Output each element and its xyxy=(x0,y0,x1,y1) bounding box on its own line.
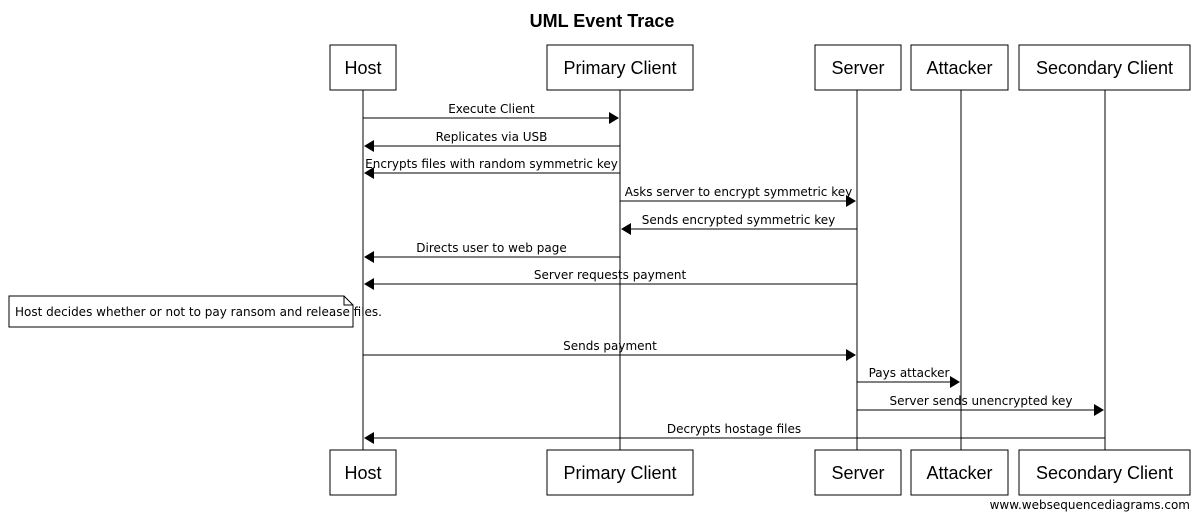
message: Encrypts files with random symmetric key xyxy=(364,157,620,179)
participant-box xyxy=(546,44,694,91)
message-label: Decrypts hostage files xyxy=(667,422,801,436)
participant-label: Server xyxy=(831,463,884,483)
arrowhead xyxy=(609,112,619,124)
arrowhead xyxy=(364,140,374,152)
message-label: Sends encrypted symmetric key xyxy=(642,213,836,227)
participant-label: Primary Client xyxy=(563,463,676,483)
watermark-text: www.websequencediagrams.com xyxy=(990,498,1190,512)
participant-primary-top: Primary Client xyxy=(546,44,694,91)
participant-attacker-top: Attacker xyxy=(910,44,1009,91)
diagram-title: UML Event Trace xyxy=(530,11,675,31)
participant-label: Host xyxy=(344,463,381,483)
note-text: Host decides whether or not to pay ranso… xyxy=(15,305,382,319)
participant-box xyxy=(329,449,397,496)
participant-label: Host xyxy=(344,58,381,78)
message: Execute Client xyxy=(363,102,619,124)
participant-server-top: Server xyxy=(814,44,902,91)
arrowhead xyxy=(846,195,856,207)
participants-bottom: Host Primary Client Server Attacker Secondar… xyxy=(329,449,1191,496)
message: Directs user to web page xyxy=(364,241,620,263)
arrowhead xyxy=(364,278,374,290)
participant-box xyxy=(1018,449,1191,496)
participant-box xyxy=(814,449,902,496)
message: Server requests payment xyxy=(364,268,857,290)
participant-secondary-bottom: Secondary Client xyxy=(1018,449,1191,496)
message: Sends encrypted symmetric key xyxy=(621,213,857,235)
arrowhead xyxy=(364,167,374,179)
message-label: Execute Client xyxy=(448,102,535,116)
message: Decrypts hostage files xyxy=(364,422,1105,444)
participants-top: Host Primary Client Server Attacker Secondar… xyxy=(329,44,1191,91)
participant-primary-bottom: Primary Client xyxy=(546,449,694,496)
arrowhead xyxy=(1094,404,1104,416)
message-label: Encrypts files with random symmetric key xyxy=(365,157,618,171)
participant-server-bottom: Server xyxy=(814,449,902,496)
message-label: Replicates via USB xyxy=(436,130,548,144)
participant-host-bottom: Host xyxy=(329,449,397,496)
participant-label: Attacker xyxy=(926,58,992,78)
participant-box xyxy=(1018,44,1191,91)
note-box xyxy=(8,295,354,328)
participant-box xyxy=(329,44,397,91)
participant-label: Secondary Client xyxy=(1036,463,1173,483)
participant-box xyxy=(910,44,1009,91)
note: Host decides whether or not to pay ranso… xyxy=(8,295,382,328)
participant-host-top: Host xyxy=(329,44,397,91)
lifelines xyxy=(362,90,1106,450)
arrowhead xyxy=(364,251,374,263)
message: Server sends unencrypted key xyxy=(857,394,1104,416)
message-label: Sends payment xyxy=(563,339,657,353)
message-label: Directs user to web page xyxy=(416,241,566,255)
participant-label: Attacker xyxy=(926,463,992,483)
note-fold xyxy=(343,296,353,306)
participant-box xyxy=(910,449,1009,496)
message-label: Server sends unencrypted key xyxy=(889,394,1072,408)
message-label: Asks server to encrypt symmetric key xyxy=(625,185,852,199)
participant-box xyxy=(814,44,902,91)
message: Sends payment xyxy=(363,339,856,361)
message: Asks server to encrypt symmetric key xyxy=(620,185,856,207)
message-label: Server requests payment xyxy=(534,268,687,282)
participant-box xyxy=(546,449,694,496)
arrowhead xyxy=(364,432,374,444)
message-label: Pays attacker xyxy=(869,366,950,380)
participant-secondary-top: Secondary Client xyxy=(1018,44,1191,91)
participant-label: Secondary Client xyxy=(1036,58,1173,78)
arrowhead xyxy=(950,376,960,388)
message: Pays attacker xyxy=(857,366,960,388)
participant-label: Server xyxy=(831,58,884,78)
participant-label: Primary Client xyxy=(563,58,676,78)
arrowhead xyxy=(846,349,856,361)
message: Replicates via USB xyxy=(364,130,620,152)
participant-attacker-bottom: Attacker xyxy=(910,449,1009,496)
arrowhead xyxy=(621,223,631,235)
